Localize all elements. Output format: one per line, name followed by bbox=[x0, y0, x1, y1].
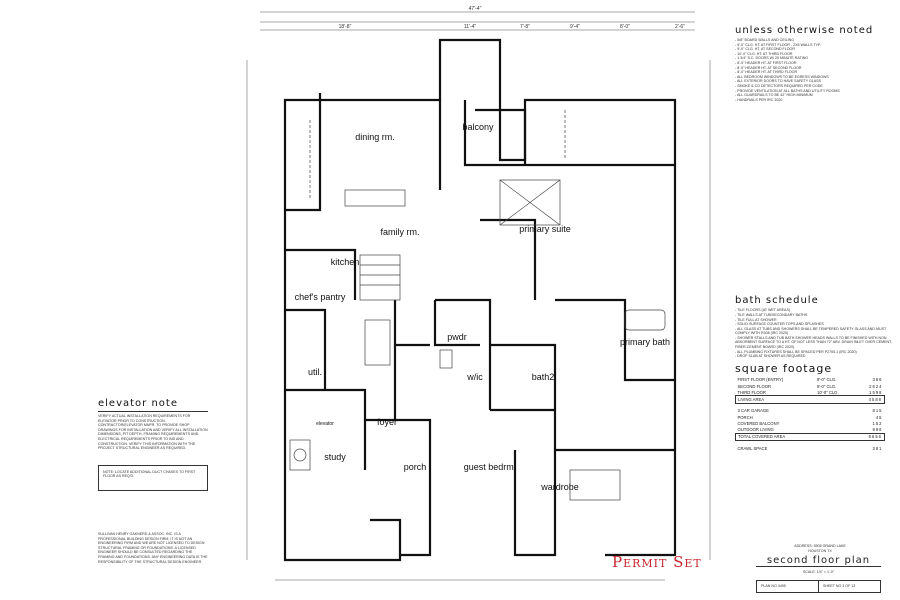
note-line: - 5/8" board walls and ceiling bbox=[735, 38, 795, 42]
room-wardrobe: wardrobe bbox=[540, 482, 579, 492]
dim: 8'-0" bbox=[620, 24, 630, 30]
note-line: - solid surface counter tops and splashe… bbox=[735, 322, 824, 327]
duct-chase-note: note: locate additional duct chases to f… bbox=[98, 464, 208, 491]
bath-schedule-list: - tile floors (at wet areas)- tile walls… bbox=[735, 308, 895, 359]
elevator-note: elevator note verify actual installation… bbox=[98, 398, 208, 491]
room-dining: dining rm. bbox=[355, 132, 395, 142]
room-kitchen: kitchen bbox=[331, 257, 360, 267]
address: address: 5505 grand lakehouston tx bbox=[794, 544, 846, 553]
room-guest-bedroom: guest bedrm. bbox=[464, 462, 517, 472]
room-wic: w/ic bbox=[466, 372, 483, 382]
room-util: util. bbox=[308, 367, 322, 377]
notes-column: unless otherwise noted - 5/8" board wall… bbox=[735, 22, 895, 451]
note-line: - smoke & co detectors required per code bbox=[735, 83, 823, 88]
dim: 7'-8" bbox=[520, 24, 530, 30]
note-line: - 8'-0" header ht. at second floor bbox=[735, 65, 802, 70]
general-notes-title: unless otherwise noted bbox=[735, 25, 874, 36]
dim: 11'-4" bbox=[464, 24, 477, 30]
dim: 18'-8" bbox=[339, 24, 352, 30]
general-notes-list: - 5/8" board walls and ceiling- 9'-0" cl… bbox=[735, 38, 895, 102]
room-bath2: bath2 bbox=[532, 372, 555, 382]
note-line: - all plumbing fixtures shall be spaced … bbox=[735, 349, 857, 354]
note-line: - all guardrails to be 42" high minimum bbox=[735, 93, 813, 98]
permit-set-stamp: Permit Set bbox=[612, 553, 702, 571]
dim: 2'-6" bbox=[675, 24, 685, 30]
note-line: - tile full at shower bbox=[735, 317, 777, 322]
room-chefs-pantry: chef's pantry bbox=[295, 292, 346, 302]
note-line: - 8'-0" header ht. at first floor bbox=[735, 60, 797, 65]
disclaimer: sullivan henry oaknerd & assoc. inc. is … bbox=[98, 532, 208, 564]
room-primary-suite: primary suite bbox=[519, 224, 571, 234]
room-family: family rm. bbox=[381, 227, 420, 237]
bath-schedule-title: bath schedule bbox=[735, 295, 819, 307]
note-line: - 10'-0" clg. ht. at third floor bbox=[735, 51, 793, 56]
floor-plan: dining rm. balcony family rm. kitchen ch… bbox=[246, 6, 711, 581]
square-footage-table: first floor (entry)9'-0" clg.366 second … bbox=[735, 377, 885, 451]
note-line: - 8'-0" header ht. at third floor bbox=[735, 70, 798, 75]
room-primary-bath: primary bath bbox=[620, 337, 670, 347]
note-line: - 9'-0" clg. ht. at first floor - 2x6 wa… bbox=[735, 42, 821, 47]
room-porch: porch bbox=[404, 462, 427, 472]
plan-number: plan no 4495 bbox=[757, 581, 819, 592]
square-footage-title: square footage bbox=[735, 361, 833, 375]
note-line: - all exterior doors to have safety glas… bbox=[735, 79, 822, 84]
note-line: - all glass at tubs and showers shall be… bbox=[735, 326, 887, 336]
note-line: - tile floors (at wet areas) bbox=[735, 308, 791, 313]
sheet-number: sheet no 3 of 13 bbox=[823, 584, 856, 588]
room-balcony: balcony bbox=[462, 122, 494, 132]
room-study: study bbox=[324, 452, 346, 462]
note-line: - handrails per irc 2020 bbox=[735, 97, 783, 102]
dim-overall: 47'-4" bbox=[469, 6, 482, 12]
plan-sheet-box: plan no 4495 sheet no 3 of 13 bbox=[756, 580, 881, 593]
note-line: - 1 3/4" s.c. doors w/ 20 minute rating bbox=[735, 56, 809, 61]
note-line: - 9'-0" clg. ht. at second floor bbox=[735, 47, 795, 52]
scale: scale: 1/4" = 1'-0" bbox=[802, 570, 835, 574]
room-elevator: elevator bbox=[316, 421, 334, 427]
note-line: - shower stalls and tub bath shower head… bbox=[735, 335, 892, 350]
elevator-note-title: elevator note bbox=[98, 398, 178, 409]
note-line: - all bedroom windows to be egress windo… bbox=[735, 74, 829, 79]
elevator-note-text: verify actual installation requirements … bbox=[98, 414, 208, 451]
sheet-title: second floor plan bbox=[756, 555, 881, 567]
room-pwdr: pwdr bbox=[447, 332, 467, 342]
dim: 9'-4" bbox=[570, 24, 580, 30]
room-foyer: foyer bbox=[377, 417, 397, 427]
note-line: - drop slab at shower as required bbox=[735, 354, 806, 359]
